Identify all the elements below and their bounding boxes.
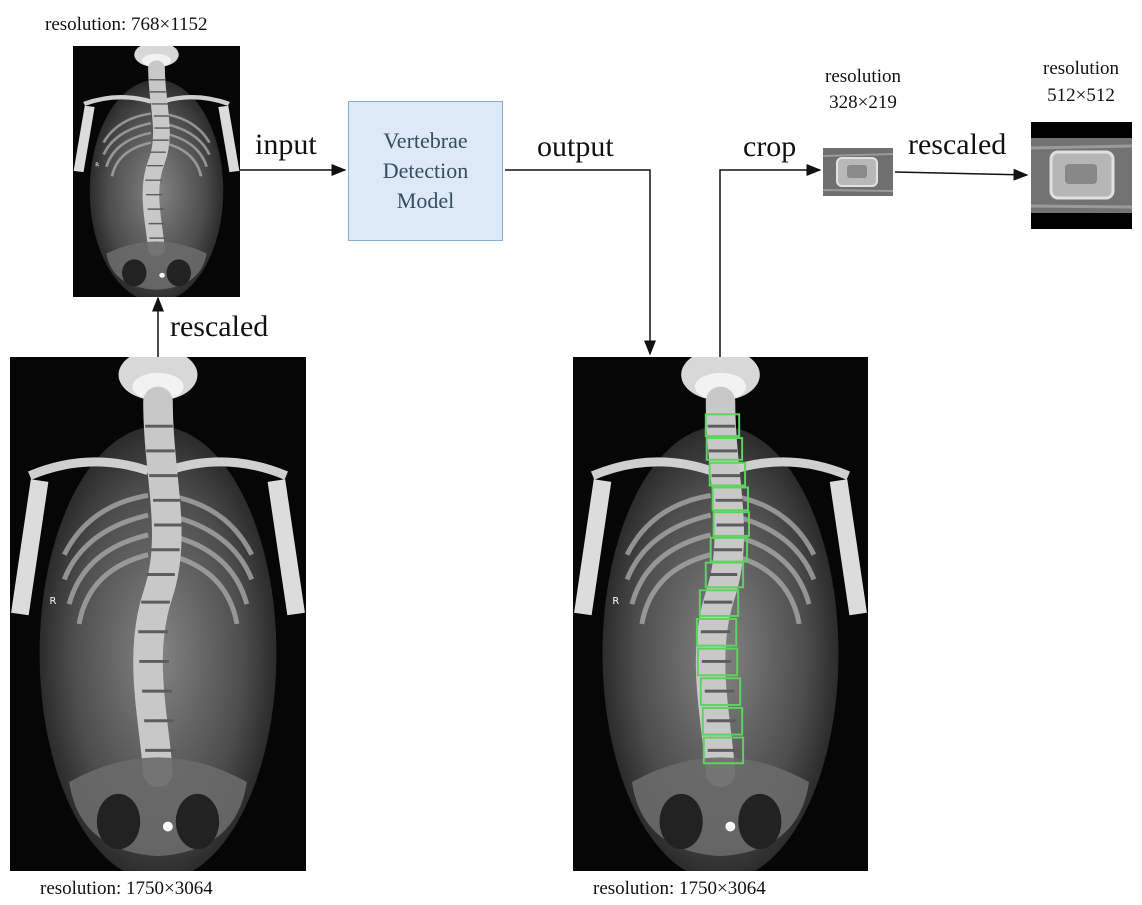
rescaled-vertical-label: rescaled xyxy=(170,310,268,344)
top-left-resolution-label: resolution: 768×1152 xyxy=(45,14,208,36)
bottom-right-resolution-label: resolution: 1750×3064 xyxy=(593,878,766,900)
crop-resolution-line-1: resolution xyxy=(808,66,918,88)
model-line-3: Model xyxy=(397,186,454,216)
bottom-left-resolution-label: resolution: 1750×3064 xyxy=(40,878,213,900)
vertebrae-detection-model-box: Vertebrae Detection Model xyxy=(348,101,503,241)
output-arrow xyxy=(505,170,650,354)
rescaled-right-arrow xyxy=(895,172,1027,175)
model-line-1: Vertebrae xyxy=(383,126,467,156)
final-rescaled-vertebra-image xyxy=(1031,122,1132,229)
crop-arrow xyxy=(720,170,820,357)
cropped-vertebra-image xyxy=(823,148,893,196)
final-resolution-line-1: resolution xyxy=(1022,58,1140,80)
crop-resolution-line-2: 328×219 xyxy=(808,92,918,114)
final-resolution-line-2: 512×512 xyxy=(1022,85,1140,107)
crop-label: crop xyxy=(743,130,796,164)
model-line-2: Detection xyxy=(383,156,469,186)
detection-output-xray-image xyxy=(573,357,868,871)
rescaled-xray-image xyxy=(73,46,240,297)
output-label: output xyxy=(537,130,614,164)
rescaled-horizontal-label: rescaled xyxy=(908,128,1006,162)
input-label: input xyxy=(255,128,317,162)
original-xray-image xyxy=(10,357,306,871)
